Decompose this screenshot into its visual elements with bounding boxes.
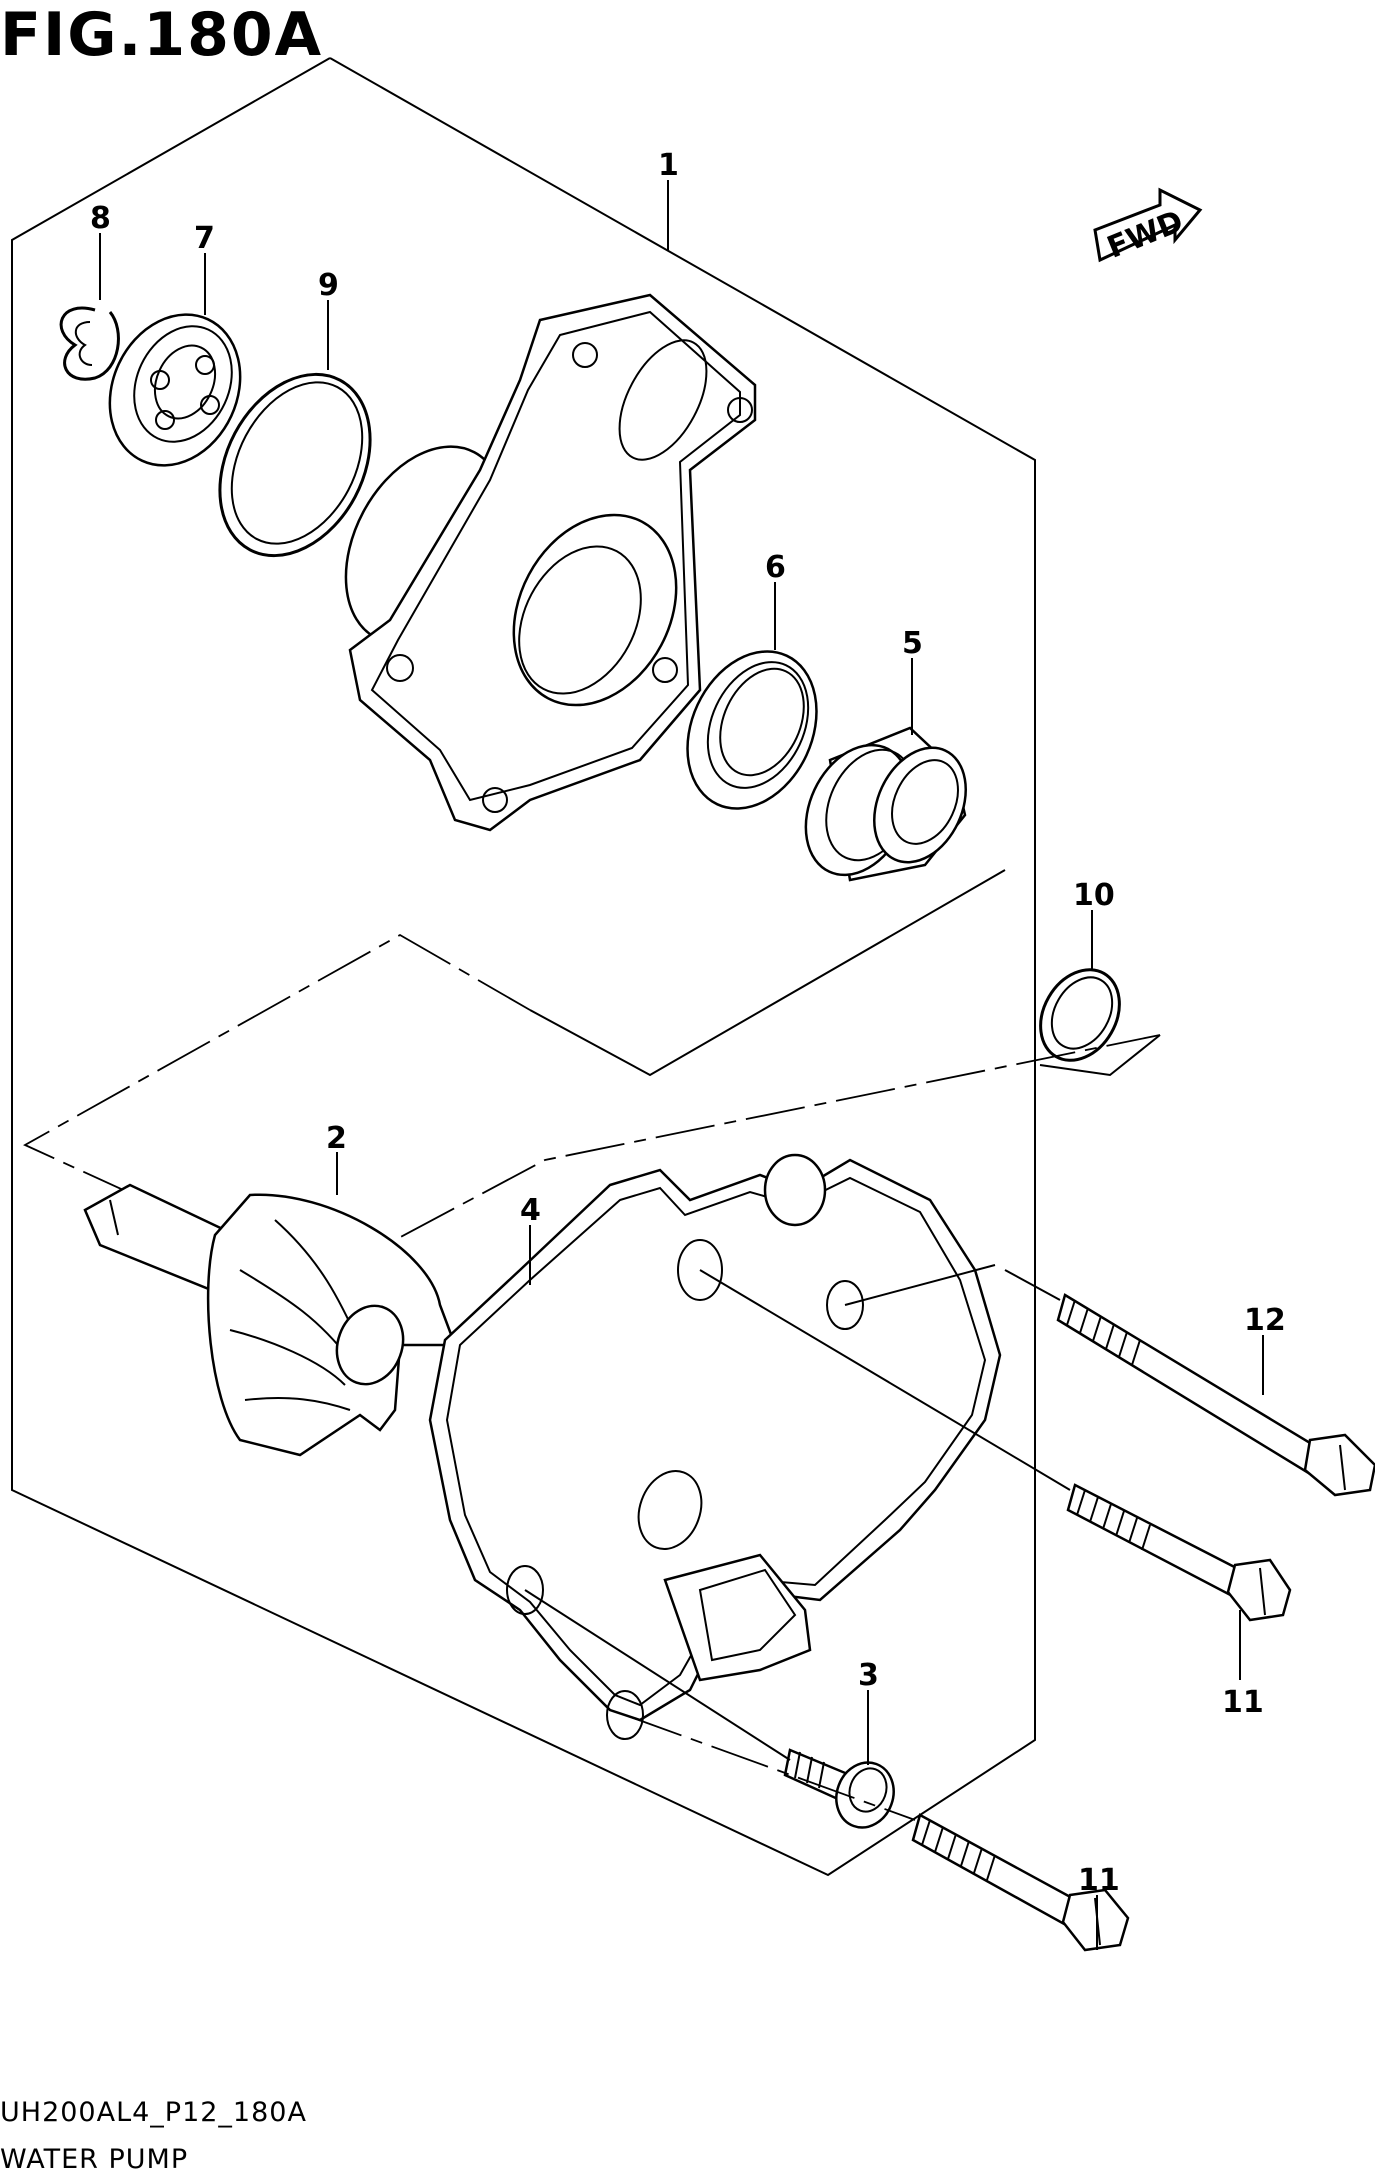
part-7-bearing — [108, 313, 242, 467]
figure-name: WATER PUMP — [0, 2144, 189, 2175]
figure-title: FIG.180A — [0, 0, 324, 70]
callout-4: 4 — [520, 1193, 541, 1228]
callout-numbers: 1 2 3 4 5 6 7 8 9 10 11 12 11 — [90, 148, 1286, 1898]
callout-11-lower: 11 — [1078, 1863, 1120, 1898]
callout-5: 5 — [902, 626, 923, 661]
callout-10: 10 — [1073, 878, 1115, 913]
part-5-mechanical-seal — [804, 726, 967, 882]
part-9-o-ring — [218, 372, 372, 558]
callout-12: 12 — [1244, 1303, 1286, 1338]
leader-lines — [99, 180, 1264, 1950]
part-8-circlip — [59, 306, 120, 381]
callout-7: 7 — [194, 221, 215, 256]
part-10-o-ring — [1039, 968, 1121, 1062]
part-12-long-bolt — [844, 1264, 1375, 1497]
part-6-oil-seal — [686, 650, 818, 810]
forward-direction-arrow: FWD — [1093, 187, 1203, 266]
callout-2: 2 — [326, 1121, 347, 1156]
part-11-bolt-lower — [624, 1714, 1130, 1952]
callout-3: 3 — [858, 1658, 879, 1693]
figure-code: UH200AL4_P12_180A — [0, 2097, 307, 2128]
part-3-screw — [524, 1589, 895, 1829]
callout-9: 9 — [318, 268, 339, 303]
part-1-pump-case — [344, 293, 757, 832]
part-11-bolt-upper — [699, 1269, 1292, 1622]
assembly-boundary — [11, 57, 1036, 1877]
part-4-pump-cover — [428, 1153, 1002, 1740]
fwd-label: FWD — [1102, 204, 1188, 266]
callout-8: 8 — [90, 201, 111, 236]
callout-11-upper: 11 — [1222, 1685, 1264, 1720]
callout-1: 1 — [658, 148, 679, 183]
part-2-impeller — [83, 1183, 457, 1457]
callout-6: 6 — [765, 550, 786, 585]
